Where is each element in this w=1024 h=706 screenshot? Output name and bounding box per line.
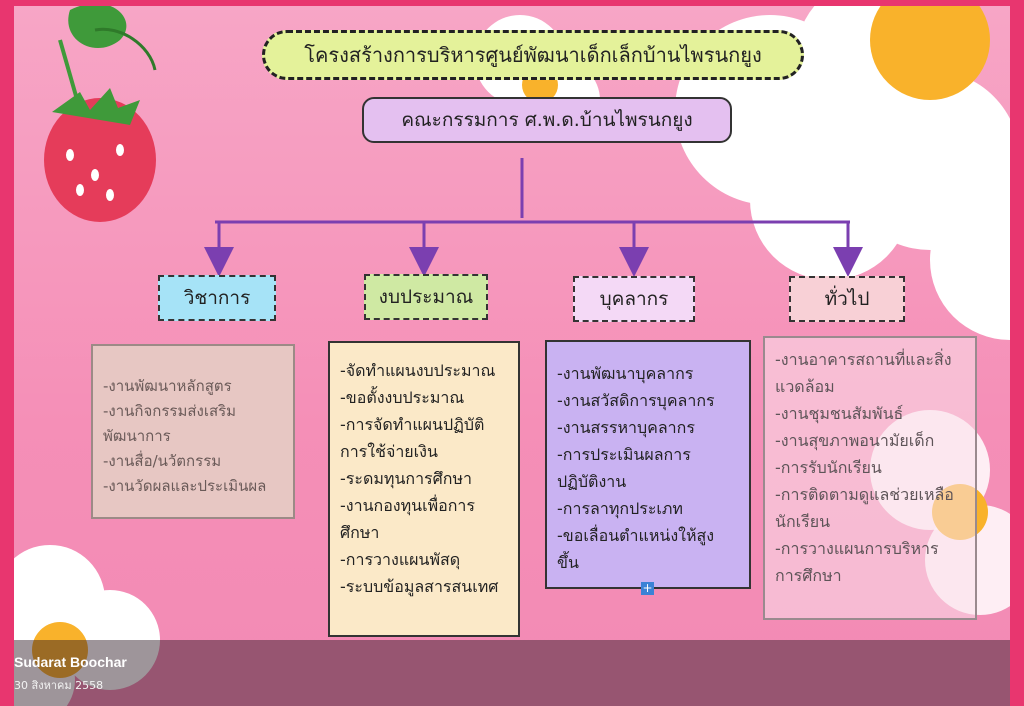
- shadow-overlay: [0, 640, 1024, 706]
- detail-item: การศึกษา: [775, 566, 842, 585]
- detail-budget: -จัดทำแผนงบประมาณ -ขอตั้งงบประมาณ -การจั…: [328, 341, 520, 637]
- committee-box: คณะกรรมการ ศ.พ.ด.บ้านไพรนกยูง: [362, 97, 732, 143]
- detail-item: นักเรียน: [775, 512, 830, 531]
- post-date: 30 สิงหาคม 2558: [14, 679, 104, 692]
- detail-item: -จัดทำแผนงบประมาณ: [340, 361, 496, 380]
- plus-icon[interactable]: +: [641, 581, 654, 595]
- detail-item: -งานกิจกรรมส่งเสริม: [103, 402, 237, 420]
- post-author: Sudarat Boochar 30 สิงหาคม 2558: [14, 654, 127, 694]
- strawberry-icon: [44, 3, 157, 222]
- detail-item: -งานสวัสดิการบุคลากร: [557, 391, 715, 410]
- frame-top-border: [0, 0, 1024, 6]
- detail-item: -งานกองทุนเพื่อการ: [340, 496, 475, 515]
- detail-item: -ระดมทุนการศึกษา: [340, 469, 473, 488]
- detail-item: -งานพัฒนาบุคลากร: [557, 364, 694, 383]
- detail-item: -งานสรรหาบุคลากร: [557, 418, 695, 437]
- detail-item: -การรับนักเรียน: [775, 458, 882, 477]
- detail-item: -งานอาคารสถานที่และสิ่ง: [775, 350, 952, 369]
- detail-item: -การจัดทำแผนปฏิบัติ: [340, 415, 485, 434]
- detail-item: -การติดตามดูแลช่วยเหลือ: [775, 485, 954, 504]
- category-budget: งบประมาณ: [364, 274, 488, 320]
- detail-item: พัฒนาการ: [103, 427, 171, 445]
- detail-item: -งานวัดผลและประเมินผล: [103, 477, 267, 495]
- author-name[interactable]: Sudarat Boochar: [14, 654, 127, 670]
- detail-item: -งานสุขภาพอนามัยเด็ก: [775, 431, 935, 450]
- detail-item: -งานพัฒนาหลักสูตร: [103, 377, 232, 395]
- detail-item: -การประเมินผลการ: [557, 445, 691, 464]
- detail-item: แวดล้อม: [775, 377, 835, 396]
- flower-icon-2: [0, 545, 160, 706]
- chart-title: โครงสร้างการบริหารศูนย์พัฒนาเด็กเล็กบ้าน…: [262, 30, 804, 80]
- detail-item: ปฏิบัติงาน: [557, 472, 627, 491]
- category-academic: วิชาการ: [158, 275, 276, 321]
- detail-item: การใช้จ่ายเงิน: [340, 442, 438, 461]
- detail-item: -การวางแผนการบริหาร: [775, 539, 939, 558]
- flower-icon: [675, 0, 1024, 340]
- detail-item: -งานชุมชนสัมพันธ์: [775, 404, 904, 423]
- detail-item: -ขอเลื่อนตำแหน่งให้สูง: [557, 526, 715, 545]
- detail-item: -งานสื่อ/นวัตกรรม: [103, 452, 222, 470]
- detail-item: -ระบบข้อมูลสารสนเทศ: [340, 577, 499, 596]
- detail-item: ศึกษา: [340, 523, 380, 542]
- detail-general: -งานอาคารสถานที่และสิ่ง แวดล้อม -งานชุมช…: [763, 336, 977, 620]
- category-personnel: บุคลากร: [573, 276, 695, 322]
- detail-personnel: -งานพัฒนาบุคลากร -งานสวัสดิการบุคลากร -ง…: [545, 340, 751, 589]
- detail-academic: -งานพัฒนาหลักสูตร -งานกิจกรรมส่งเสริม พั…: [91, 344, 295, 519]
- category-general: ทั่วไป: [789, 276, 905, 322]
- detail-item: -ขอตั้งงบประมาณ: [340, 388, 465, 407]
- detail-item: -การวางแผนพัสดุ: [340, 550, 461, 569]
- detail-item: ขึ้น: [557, 553, 579, 572]
- detail-item: -การลาทุกประเภท: [557, 499, 683, 518]
